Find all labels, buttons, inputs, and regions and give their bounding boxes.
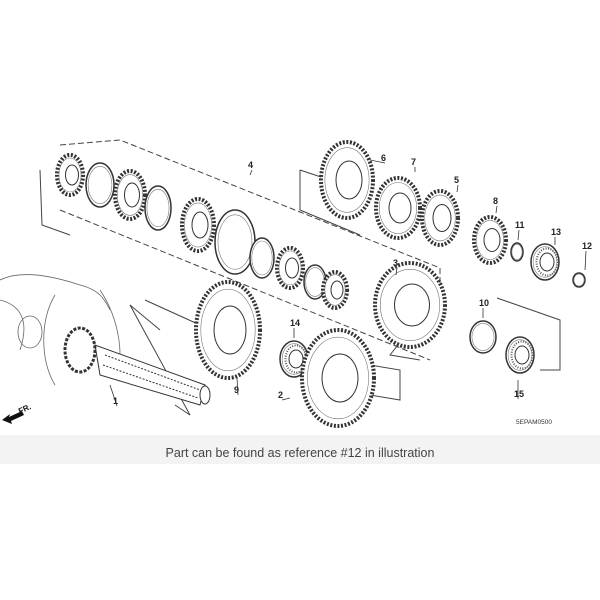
gear-part: [275, 246, 305, 290]
reference-label: 6: [381, 153, 386, 163]
reference-label: 4: [248, 160, 253, 170]
reference-label: 3: [393, 258, 398, 268]
gear-part: [194, 280, 262, 380]
reference-label: 10: [479, 298, 489, 308]
reference-label: 13: [551, 227, 561, 237]
reference-label: 7: [411, 157, 416, 167]
reference-label: 11: [515, 220, 525, 230]
gear-part: [373, 261, 447, 349]
reference-caption: Part can be found as reference #12 in il…: [165, 446, 435, 460]
gear-part: [319, 140, 375, 220]
gear-part: [510, 242, 524, 262]
front-direction-arrow-icon: FR.: [2, 402, 33, 424]
gear-part: [300, 328, 376, 428]
gear-part: [55, 153, 85, 197]
gear-part: [113, 169, 147, 221]
gear-part: [249, 237, 275, 279]
reference-label: 15: [514, 389, 524, 399]
drawing-code: 5EPAM0500: [516, 419, 552, 426]
reference-label: 12: [582, 241, 592, 251]
gear-part: [572, 272, 586, 288]
gear-part: [505, 336, 535, 374]
gear-part: [180, 197, 216, 253]
gear-part: [472, 215, 508, 265]
gear-part: [469, 320, 497, 354]
front-direction-label: FR.: [17, 402, 32, 416]
reference-label: 9: [234, 385, 239, 395]
gear-part: [374, 176, 422, 240]
gear-part: [321, 270, 349, 310]
reference-label: 1: [113, 396, 118, 406]
group-frame-4-lower: [39, 169, 71, 236]
gear-part: [144, 185, 172, 231]
reference-label: 14: [290, 318, 300, 328]
reference-label: 8: [493, 196, 498, 206]
gear-part: [85, 162, 115, 208]
reference-label: 5: [454, 175, 459, 185]
gear-part: [530, 243, 560, 281]
mainshaft-part-1: [63, 326, 211, 406]
gear-part: [214, 209, 256, 275]
reference-label: 2: [278, 390, 283, 400]
caption-band: [0, 435, 600, 464]
gear-part: [420, 189, 460, 247]
